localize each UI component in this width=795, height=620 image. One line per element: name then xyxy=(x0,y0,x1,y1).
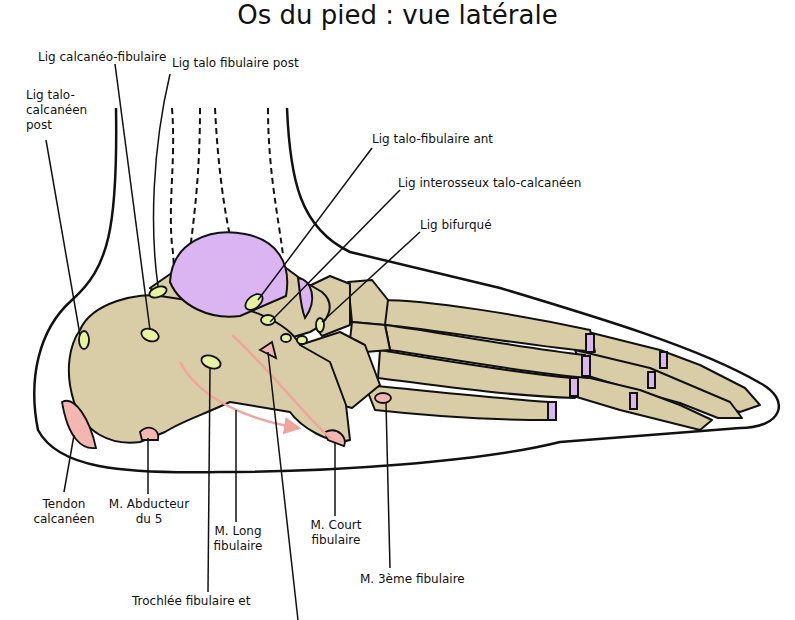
anatomy-label: M. Long fibulaire xyxy=(212,524,264,554)
anatomy-label: Lig talo fibulaire post xyxy=(172,56,342,71)
tendon-spots xyxy=(62,342,391,448)
anatomy-label: Lig bifurqué xyxy=(420,218,540,233)
skin-outline xyxy=(34,108,779,472)
anatomy-label: Lig talo-fibulaire ant xyxy=(372,132,542,147)
cartilage xyxy=(170,232,667,420)
anatomy-label: M. Abducteur du 5 xyxy=(108,497,190,527)
anatomy-label: Lig interosseux talo-calcanéen xyxy=(398,176,618,191)
ligament-spots xyxy=(79,284,324,371)
leader-lines xyxy=(46,64,420,620)
anatomy-label: M. Court fibulaire xyxy=(306,518,366,548)
anatomy-label: Tendon calcanéen xyxy=(28,497,100,527)
diagram-title: Os du pied : vue latérale xyxy=(0,0,795,30)
anatomy-label: Trochlée fibulaire et xyxy=(132,594,312,609)
tendon-course xyxy=(180,335,330,438)
anatomy-label: Lig talo-calcanéen post xyxy=(26,88,88,133)
anatomy-label: M. 3ème fibulaire xyxy=(360,572,510,587)
